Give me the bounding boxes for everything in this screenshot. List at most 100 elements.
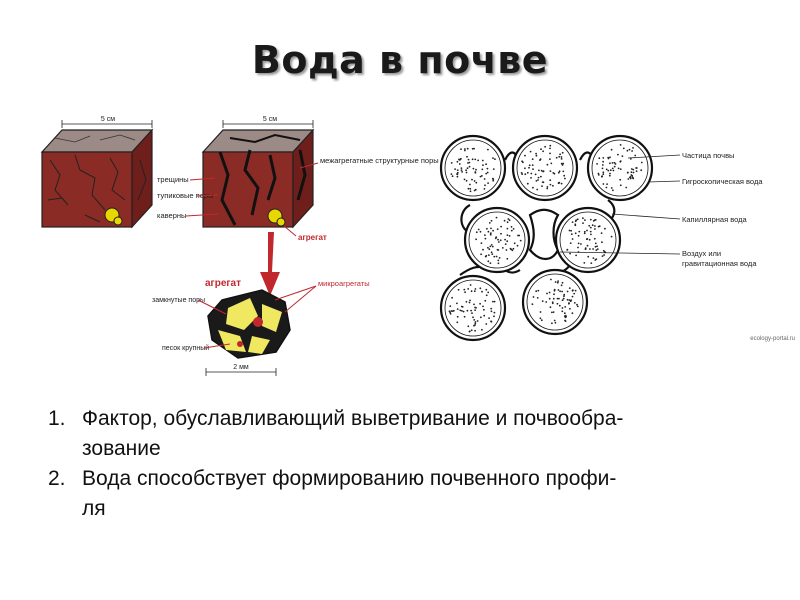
particle-dot bbox=[496, 248, 499, 251]
point-1: 1. Фактор, обуславливающий выветривание … bbox=[48, 404, 778, 464]
particle-dot bbox=[539, 317, 542, 320]
particle-dot bbox=[563, 293, 566, 296]
particle-dot bbox=[484, 299, 487, 302]
particle-dot bbox=[512, 247, 515, 250]
particle-dot bbox=[524, 154, 526, 157]
particle-dot bbox=[471, 147, 474, 150]
particle-dot bbox=[456, 171, 459, 174]
particle-dot bbox=[473, 303, 475, 306]
particle-dot bbox=[552, 297, 555, 300]
particle-dot bbox=[497, 262, 500, 265]
particle-dot bbox=[471, 312, 473, 314]
particle-dot bbox=[631, 150, 633, 152]
particle-dot bbox=[601, 164, 604, 166]
particle-dot bbox=[490, 219, 493, 222]
particle-dot bbox=[483, 314, 486, 317]
particle-dot bbox=[577, 242, 580, 245]
particle-dot bbox=[472, 167, 475, 170]
particle-dot bbox=[482, 164, 484, 167]
particle-dot bbox=[536, 188, 539, 191]
particle-dot bbox=[457, 288, 460, 291]
particle-dot bbox=[460, 169, 463, 172]
particle-dot bbox=[452, 309, 455, 312]
particle-dot bbox=[561, 290, 563, 293]
particle-dot bbox=[456, 315, 459, 318]
particle-dot bbox=[569, 252, 571, 255]
particle-dot bbox=[535, 290, 538, 293]
particle-dot bbox=[495, 255, 498, 258]
label-inter-aggregate-pores: межагрегатные структурные поры bbox=[320, 156, 439, 165]
hygroscopic-film bbox=[559, 211, 617, 269]
particle-dot bbox=[563, 295, 565, 298]
label-closed-pores: замкнутые поры bbox=[152, 297, 205, 304]
particle-dot bbox=[531, 164, 534, 167]
particle-dot bbox=[466, 147, 469, 150]
particle-dot bbox=[634, 154, 637, 157]
particle-dot bbox=[475, 168, 477, 171]
particle-dot bbox=[621, 155, 624, 158]
label-dead-end-pores: тупиковые поры bbox=[157, 191, 213, 200]
arrow-down-icon bbox=[260, 232, 280, 296]
particle-dot bbox=[601, 175, 603, 178]
particle-dot bbox=[561, 151, 564, 154]
particle-dot bbox=[467, 325, 470, 328]
particle-dot bbox=[526, 171, 529, 174]
particle-dot bbox=[458, 158, 460, 161]
particle-dot bbox=[630, 171, 633, 174]
particle-dot bbox=[556, 281, 559, 284]
particle-dot bbox=[482, 305, 484, 308]
soil-particle bbox=[439, 274, 507, 342]
particle-dot bbox=[475, 306, 477, 309]
point-2-line2: ля bbox=[82, 497, 106, 520]
particle-dot bbox=[540, 148, 542, 151]
particle-dot bbox=[584, 248, 587, 251]
particle-dot bbox=[542, 170, 544, 173]
particle-dot bbox=[489, 233, 492, 236]
particle-dot bbox=[474, 188, 477, 191]
particle-dot bbox=[541, 300, 544, 302]
particle-dot bbox=[597, 225, 600, 228]
particle-dot bbox=[596, 245, 598, 248]
particle-dot bbox=[576, 303, 578, 306]
particle-dot bbox=[591, 224, 594, 227]
label-particle: Частица почвы bbox=[682, 151, 734, 160]
particle-dot bbox=[605, 168, 608, 171]
particle-dot bbox=[568, 302, 570, 305]
particle-dot bbox=[480, 253, 482, 256]
particle-dot bbox=[474, 329, 476, 332]
particle-dot bbox=[485, 172, 488, 175]
particle-dot bbox=[532, 168, 534, 171]
particle-dot bbox=[583, 232, 586, 235]
particle-dot bbox=[564, 177, 566, 180]
particle-dot bbox=[570, 229, 572, 232]
particle-dot bbox=[600, 232, 603, 235]
particle-dot bbox=[640, 161, 643, 164]
particle-dot bbox=[629, 176, 632, 178]
particle-dot bbox=[484, 184, 486, 187]
soil-water-figure: 5 см 5 см трещины тупиковые поры каверны… bbox=[40, 116, 795, 376]
particle-dot bbox=[540, 169, 543, 172]
particle-dot bbox=[594, 228, 596, 230]
particle-dot bbox=[566, 290, 569, 293]
particle-dot bbox=[602, 171, 605, 174]
particle-dot bbox=[597, 172, 600, 175]
particle-dot bbox=[553, 293, 555, 296]
particle-dot bbox=[590, 262, 593, 264]
particle-dot bbox=[566, 298, 569, 301]
particle-dot bbox=[574, 232, 577, 235]
particle-dot bbox=[554, 281, 557, 283]
particle-dot bbox=[490, 307, 493, 310]
particle-dot bbox=[537, 176, 540, 179]
particle-dot bbox=[487, 246, 489, 249]
particle-dot bbox=[451, 296, 453, 299]
particle-dot bbox=[492, 229, 494, 232]
particle-dot bbox=[554, 321, 557, 324]
particle-dot bbox=[475, 238, 477, 241]
particle-dot bbox=[507, 218, 510, 220]
particle-dot bbox=[472, 316, 474, 319]
particle-dot bbox=[485, 323, 488, 325]
particle-dot bbox=[479, 302, 481, 305]
particle-dot bbox=[473, 180, 476, 182]
particle-dot bbox=[546, 187, 549, 190]
particle-dot bbox=[462, 310, 465, 313]
